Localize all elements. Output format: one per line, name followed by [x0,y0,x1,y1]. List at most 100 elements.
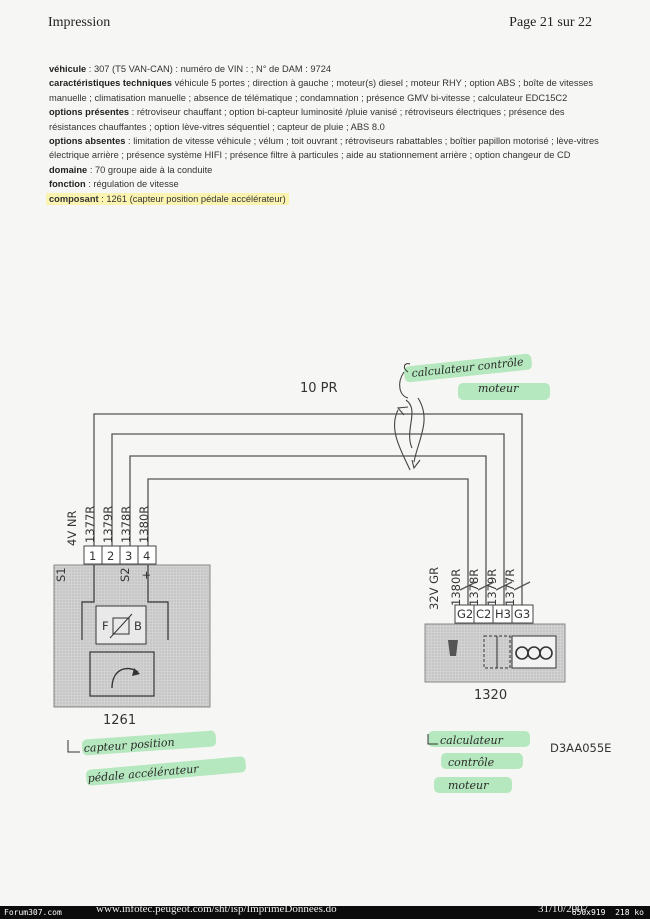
wire-label: 1380R [449,569,463,606]
handwritten-note: moteur [478,382,519,395]
sensor-element [95,605,147,645]
wire-1377R [93,413,523,612]
arrow-head [411,459,421,470]
info-text: : rétroviseur chauffant ; option bi-capt… [49,107,565,132]
info-label: fonction [49,179,86,190]
marker-highlight [404,353,532,383]
marker-highlight [458,383,550,400]
wire-cross-mark [459,581,477,591]
hand-arrow [427,734,438,745]
connector-label: 32V GR [427,567,441,610]
wire-label: 1380R [137,506,151,543]
image-meta: 650x919 218 ko [572,906,644,919]
vehicle-line: véhicule : 307 (T5 VAN-CAN) : numéro de … [49,62,605,76]
coil-icon [515,646,553,660]
absent-options-line: options absentes : limitation de vitesse… [49,134,605,163]
handwritten-note: calculateur [440,734,504,747]
present-options-line: options présentes : rétroviseur chauffan… [49,105,605,134]
pin-number: 4 [143,549,150,563]
info-text: : 307 (T5 VAN-CAN) : numéro de VIN : ; N… [86,64,332,74]
handwritten-note: moteur [448,779,489,792]
hand-drawn-arrows [394,371,425,471]
print-header-title: Impression [48,15,111,30]
pin-number: 2 [107,549,114,563]
wire-1380R [147,478,469,612]
marker-highlight [434,777,512,793]
pin-number: H3 [495,607,511,621]
side-mark: S1 [54,567,68,582]
info-text: : 1261 (capteur position pédale accéléra… [98,193,286,204]
hand-arrow [413,397,425,463]
reference-code: D3AA055E [550,741,611,755]
side-mark: S2 [118,567,132,582]
info-label: véhicule [49,64,87,74]
wire-1378R [129,455,487,612]
component-id: 1261 [103,713,136,728]
annotation-bottom-right: calculateur contrôle moteur [427,734,504,792]
right-wire-labels: 32V GR 1380R 1378R 1379R 1377R [427,567,517,610]
wire-label: 1379R [101,506,115,543]
info-label: domaine [49,164,88,175]
component-line: composant : 1261 (capteur position pédal… [46,192,605,206]
info-text: : limitation de vitesse véhicule ; vélum… [49,136,599,161]
component-id: 1320 [474,688,507,703]
forum-site: Forum307.com [4,908,62,917]
pedal-symbol-frame [89,651,155,697]
resistor-symbol [112,617,130,635]
marker-highlight [441,753,523,769]
hand-arrow [67,740,80,753]
connector-label: 4V NR [65,511,79,546]
source-url[interactable]: www.infotec.peugeot.com/sht/isp/ImprimeD… [96,903,337,915]
hand-arrow [399,371,409,399]
marker-highlight [86,756,246,786]
left-pin-row: 1 2 3 4 [83,545,157,565]
sensor-letter: F [102,619,109,633]
component-1320: 1320 [424,623,566,703]
hand-arrow [405,399,413,449]
wire-1379R [111,433,505,612]
side-mark: + [139,570,153,580]
info-label: caractéristiques techniques [49,78,172,89]
info-label: composant [49,193,99,204]
info-label: options présentes [49,107,130,118]
component-highlight: composant : 1261 (capteur position pédal… [46,192,289,205]
arrow-head [396,406,409,416]
info-label: options absentes [49,136,126,147]
wire-cross-mark [495,581,513,591]
left-wire-labels: 4V NR 1377R 1379R 1378R 1380R [65,506,151,546]
info-text: véhicule 5 portes ; direction à gauche ;… [49,78,593,103]
pin-number: G2 [457,607,473,621]
print-date: 31/10/2007 [538,903,589,915]
hand-hook [403,363,411,373]
resistor-slash [109,613,133,639]
info-text: : 70 groupe aide à la conduite [87,164,213,175]
handwritten-note: calculateur contrôle [411,355,525,380]
wire-label: 1378R [119,506,133,543]
handwritten-note: contrôle [448,756,495,769]
marker-highlight [81,730,217,756]
wire-label: 1377R [83,506,97,543]
coil-frame [511,635,557,669]
right-pin-row: G2 C2 H3 G3 [454,604,534,624]
pin-number: 1 [89,549,96,563]
wire-label: 1377R [503,569,517,606]
domain-line: domaine : 70 groupe aide à la conduite [49,163,605,177]
sensor-letter: B [134,619,142,633]
harness-label: 10 PR [300,381,338,396]
vehicle-info-block: véhicule : 307 (T5 VAN-CAN) : numéro de … [46,62,605,206]
wire-bundle [93,413,531,612]
forum-footer-bar: Forum307.com 650x919 218 ko [0,906,650,919]
wire-label: 1378R [467,569,481,606]
marker-highlight [428,731,530,747]
pin-number: C2 [476,607,491,621]
function-line: fonction : régulation de vitesse [49,177,605,191]
pedal-arrow-icon [132,668,140,676]
component-1261: S1 S2 + F B 1261 [53,564,211,728]
pin-number: G3 [514,607,530,621]
info-text: : régulation de vitesse [85,179,179,190]
wire-cross-mark [513,581,531,591]
hand-arrow [394,409,411,471]
tech-specs-line: caractéristiques techniques véhicule 5 p… [49,76,605,105]
